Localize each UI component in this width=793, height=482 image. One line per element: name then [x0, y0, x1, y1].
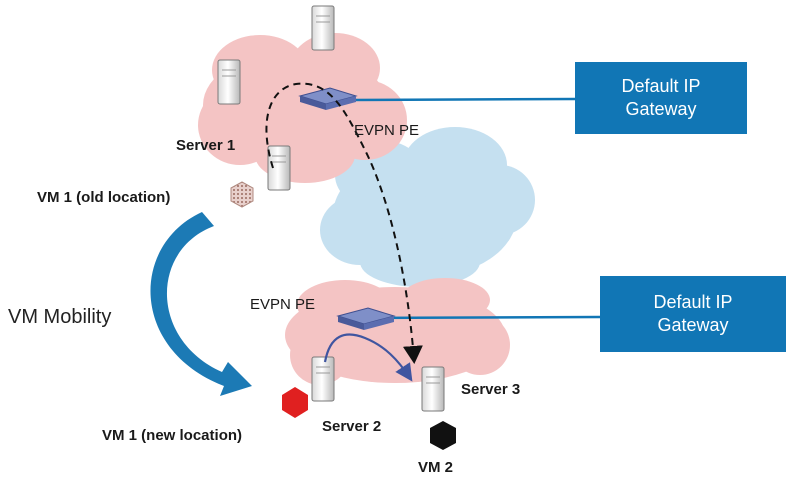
vm1-old-hexagon — [230, 181, 254, 208]
vm-mobility-label: VM Mobility — [8, 306, 112, 328]
vm1-old-label: VM 1 (old location) — [37, 189, 171, 206]
gateway-top-line2: Gateway — [625, 99, 697, 119]
vm-mobility-arrow — [150, 212, 252, 396]
evpn-pe-switch-icon — [336, 307, 396, 330]
vm2-hexagon — [430, 421, 456, 450]
server1-label: Server 1 — [176, 137, 236, 154]
vm1-new-hexagon — [282, 387, 308, 418]
gateway-bottom-box: Default IP Gateway — [600, 276, 786, 352]
server3-label: Server 3 — [461, 381, 521, 398]
gateway-top-box: Default IP Gateway — [575, 62, 747, 134]
server1-icon — [267, 145, 291, 191]
server3-icon — [421, 366, 445, 412]
vm1-new-label: VM 1 (new location) — [102, 427, 243, 444]
evpn-pe-switch-icon — [298, 87, 358, 110]
gateway-top-line1: Default IP — [621, 76, 701, 96]
server2-icon — [311, 356, 335, 402]
traffic-arrow — [323, 333, 413, 382]
vm-move-dashed-path — [265, 82, 423, 364]
vm2-label: VM 2 — [418, 459, 454, 476]
evpn-pe-top-label: EVPN PE — [354, 122, 420, 139]
server2-label: Server 2 — [322, 418, 382, 435]
evpn-pe-bottom-label: EVPN PE — [250, 296, 316, 313]
gateway-top-link — [349, 97, 576, 102]
gateway-bottom-line2: Gateway — [657, 315, 729, 335]
server-icon — [311, 5, 335, 51]
server-icon — [217, 59, 241, 105]
gateway-bottom-line1: Default IP — [653, 292, 733, 312]
